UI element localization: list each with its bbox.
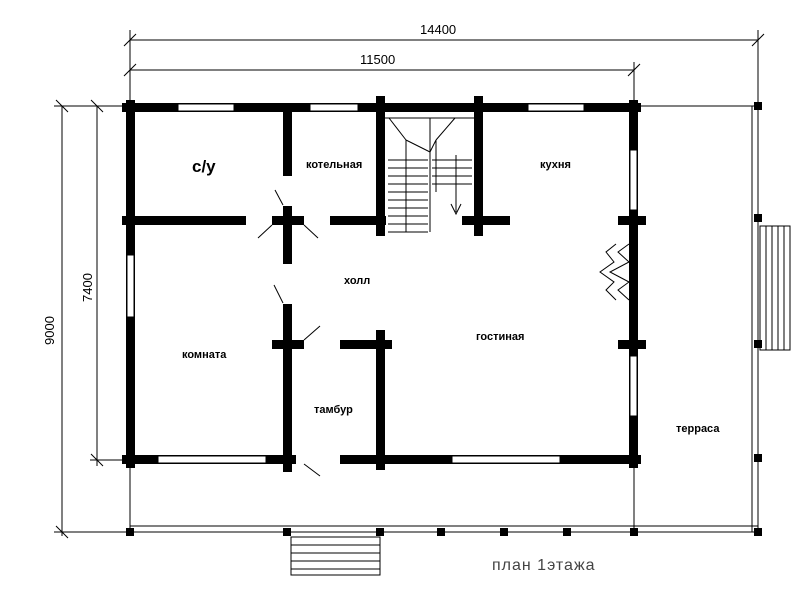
terrace-posts (126, 102, 762, 536)
room-label-terrace: терраса (676, 423, 720, 435)
room-label-vestibule: тамбур (314, 404, 353, 416)
plan-caption: план 1этажа (492, 557, 596, 574)
dimension-house-depth: 7400 (80, 273, 95, 302)
room-label-boiler-room: котельная (306, 159, 362, 171)
interior-walls (122, 96, 646, 472)
staircase (385, 117, 474, 233)
room-label-hall: холл (344, 275, 370, 287)
door-swings (257, 189, 630, 477)
dimension-house-width: 11500 (360, 52, 395, 67)
entrance-steps-bottom (290, 536, 381, 576)
room-label-room: комната (182, 349, 227, 361)
terrace-steps-right (759, 225, 791, 351)
dimension-overall-width: 14400 (420, 22, 456, 37)
dimension-overall-depth: 9000 (42, 316, 57, 345)
room-label-kitchen: кухня (540, 159, 571, 171)
windows (126, 103, 638, 464)
dimension-lines (54, 30, 765, 539)
terrace-outline (129, 105, 759, 533)
entrance-opening (296, 455, 340, 464)
room-label-living-room: гостиная (476, 331, 524, 343)
room-label-bathroom: с/у (192, 157, 216, 176)
